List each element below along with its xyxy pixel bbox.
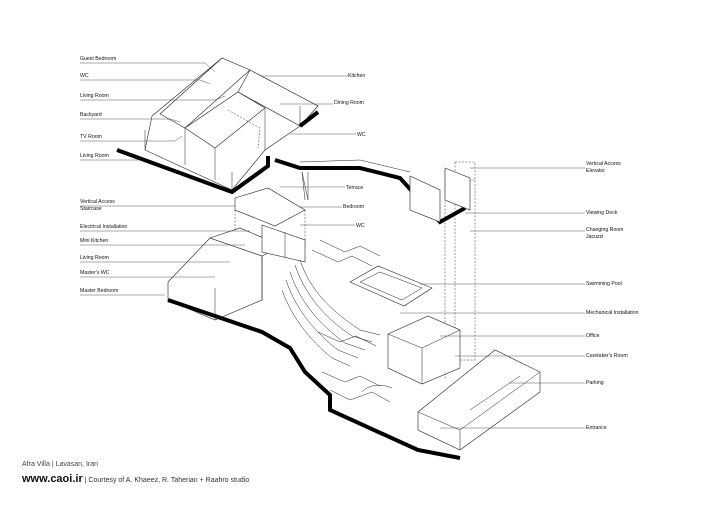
- office-volume: [387, 315, 461, 385]
- credit-text: Courtesy of A. Khaeez, R. Taherian + Raa…: [88, 477, 250, 484]
- label-vertical-access-left: Vertical Access: [80, 199, 115, 205]
- label-terrace: Terrace: [346, 185, 363, 191]
- label-masters-wc: Master's WC: [80, 270, 110, 276]
- upper-floor-volume: [116, 57, 320, 195]
- label-bedroom: Bedroom: [343, 204, 364, 210]
- label-living-room-upper: Living Room: [80, 93, 109, 99]
- terrace-slab: [274, 158, 466, 225]
- label-mini-kitchen: Mini Kitchen: [80, 238, 108, 244]
- project-caption: Afra Villa | Lavasan, Iran: [22, 461, 99, 468]
- site-link[interactable]: www.caoi.ir: [22, 473, 83, 485]
- label-vertical-access-right: Vertical Access: [586, 161, 621, 167]
- label-parking: Parking: [586, 380, 604, 386]
- label-electrical-installation: Electrical Installation: [80, 224, 127, 230]
- label-elevator: Elevator: [586, 168, 605, 174]
- label-viewing-deck: Viewing Deck: [586, 210, 618, 216]
- label-entrance: Entrance: [586, 425, 607, 431]
- label-wc-mid: WC: [357, 132, 366, 138]
- label-changing-room: Changing Room: [586, 227, 624, 233]
- label-living-room-3: Living Room: [80, 255, 109, 261]
- swimming-pool: [349, 265, 433, 307]
- label-living-room-2: Living Room: [80, 153, 109, 159]
- credit-line: www.caoi.ir | Courtesy of A. Khaeez, R. …: [22, 473, 249, 485]
- credit-separator: |: [82, 477, 89, 484]
- label-swimming-pool: Swimming Pool: [586, 281, 622, 287]
- middle-level-volume: [167, 187, 306, 321]
- leader-lines: [80, 62, 585, 429]
- stepped-terrain: [281, 239, 393, 403]
- label-wc-lower: WC: [356, 223, 365, 229]
- label-kitchen: Kitchen: [348, 73, 365, 79]
- label-staircase: Staircase: [80, 206, 102, 212]
- label-jacuzzi: Jacuzzi: [586, 234, 603, 240]
- site-section-line: [167, 298, 461, 460]
- label-office: Office: [586, 333, 600, 339]
- label-backyard: Backyard: [80, 112, 102, 118]
- label-wc-upper: WC: [80, 73, 89, 79]
- label-mechanical-installation: Mechanical Installation: [586, 310, 639, 316]
- label-tv-room: TV Room: [80, 134, 102, 140]
- label-guest-bedroom: Guest Bedroom: [80, 56, 116, 62]
- label-caretakers-room: Caretaker's Room: [586, 353, 628, 359]
- parking-volume: [417, 349, 541, 451]
- label-dining-room: Dining Room: [334, 100, 364, 106]
- label-master-bedroom: Master Bedroom: [80, 288, 118, 294]
